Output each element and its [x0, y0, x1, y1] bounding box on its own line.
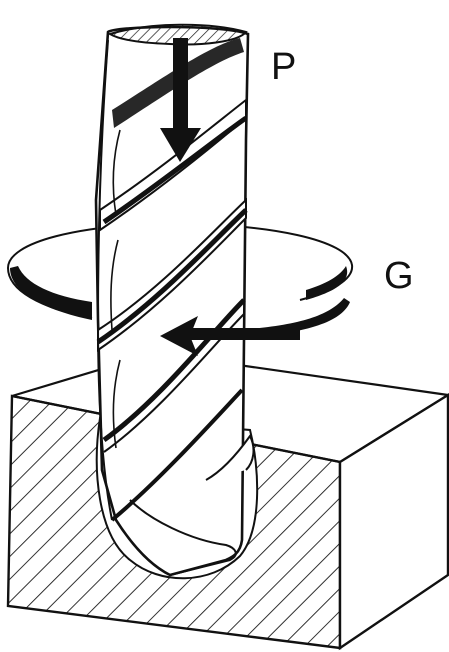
thrust-force-label: P — [271, 48, 296, 86]
rotation-label: G — [384, 257, 414, 295]
